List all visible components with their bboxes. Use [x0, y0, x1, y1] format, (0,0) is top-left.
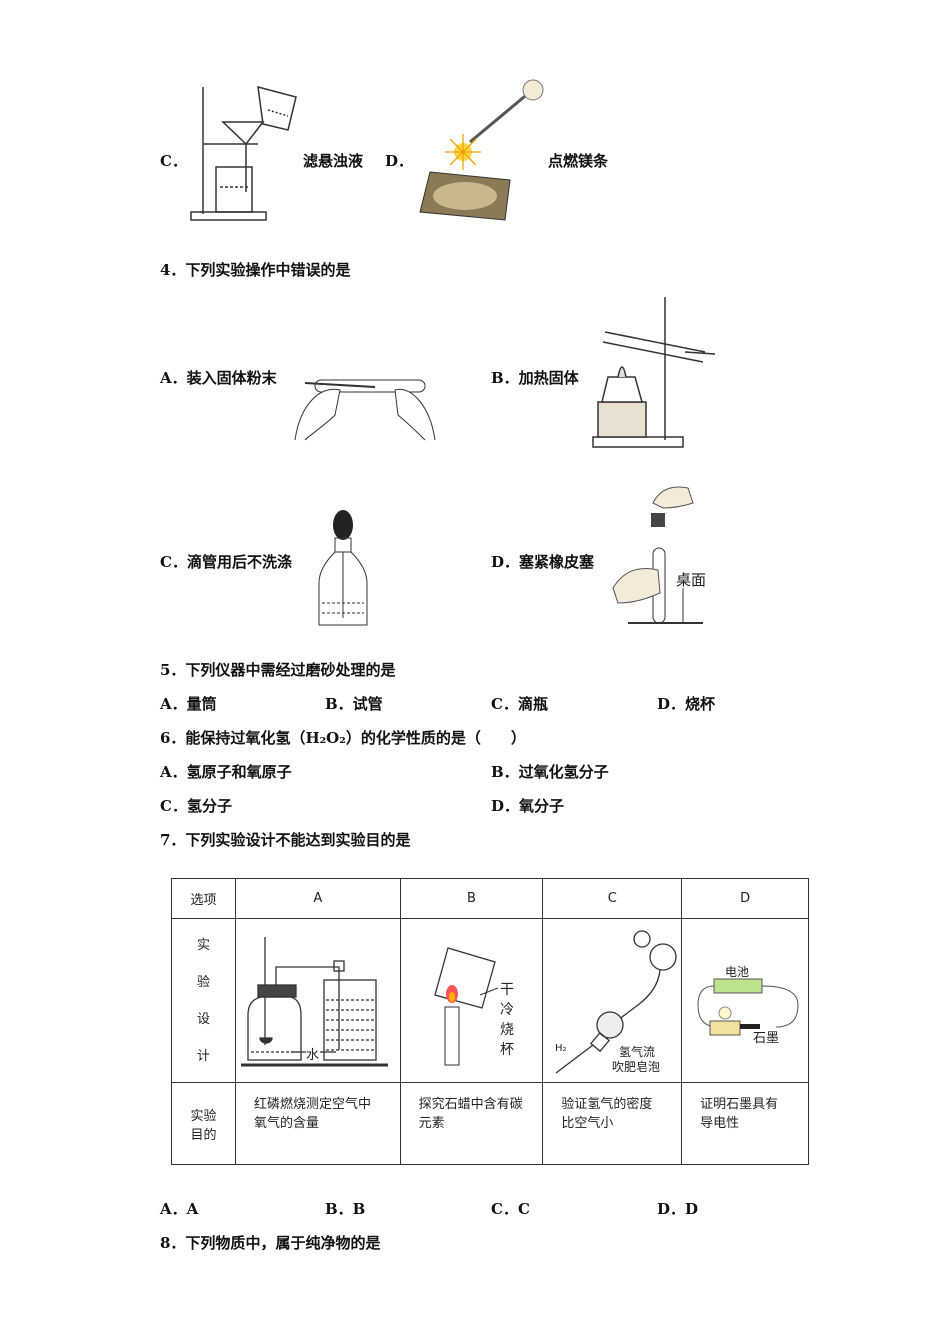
- q7-option-b: B．B: [325, 1200, 366, 1218]
- question-5-stem: 5．下列仪器中需经过磨砂处理的是: [160, 661, 396, 679]
- experiment-table: 选项 A B C D 实 验 设 计 实验目的 红磷燃烧测定空气中氧气的含量 探…: [171, 878, 809, 1165]
- question-4-stem: 4．下列实验操作中错误的是: [160, 261, 351, 279]
- q5-option-c: C．滴瓶: [491, 695, 548, 713]
- red-phosphorus-apparatus-figure: [241, 937, 388, 1067]
- table-goal-row: 实验目的 红磷燃烧测定空气中氧气的含量 探究石蜡中含有碳元素 验证氢气的密度比空…: [171, 1082, 809, 1165]
- goal-b: 探究石蜡中含有碳元素: [399, 1082, 544, 1165]
- design-label: 实 验 设 计: [171, 918, 236, 1083]
- q6-option-d: D．氧分子: [491, 797, 565, 815]
- q4-option-c: C．滴管用后不洗涤: [160, 553, 292, 571]
- battery-label: 电池: [725, 965, 750, 979]
- q7-option-a: A．A: [160, 1200, 199, 1218]
- h2-label: H₂: [555, 1043, 567, 1054]
- design-char: 实: [196, 937, 210, 953]
- q5-option-d: D．烧杯: [657, 695, 716, 713]
- dropper-bottle-figure: [318, 510, 368, 626]
- question-7-stem: 7．下列实验设计不能达到实验目的是: [160, 831, 411, 849]
- design-char: 计: [196, 1048, 210, 1064]
- header-d: D: [681, 878, 809, 919]
- loading-powder-figure: [294, 379, 436, 441]
- header-option: 选项: [171, 878, 236, 919]
- header-a: A: [234, 878, 401, 919]
- dry-cold-beaker-label: 干冷烧杯: [500, 982, 514, 1058]
- header-c: C: [542, 878, 683, 919]
- graphite-circuit-figure: [697, 978, 799, 1036]
- question-8-stem: 8．下列物质中，属于纯净物的是: [160, 1234, 381, 1252]
- blow-bubble-label: 吹肥皂泡: [612, 1060, 661, 1074]
- goal-label: 实验目的: [171, 1082, 236, 1165]
- option-d-text: 点燃镁条: [548, 152, 609, 170]
- q6-option-c: C．氢分子: [160, 797, 232, 815]
- q4-option-b: B．加热固体: [491, 369, 579, 387]
- heating-solid-figure: [592, 297, 716, 448]
- burning-magnesium-figure: [419, 79, 544, 221]
- option-c-text: 滤悬浊液: [303, 152, 364, 170]
- water-label: 水: [306, 1048, 320, 1063]
- q7-option-c: C．C: [491, 1200, 530, 1218]
- design-d-cell: [681, 918, 809, 1083]
- filtration-figure: [190, 85, 297, 221]
- option-c-letter: C．: [160, 152, 187, 170]
- goal-d: 证明石墨具有导电性: [681, 1082, 809, 1165]
- q7-option-d: D．D: [657, 1200, 699, 1218]
- option-d-letter: D．: [385, 152, 414, 170]
- goal-c: 验证氢气的密度比空气小: [542, 1082, 683, 1165]
- design-b-cell: [399, 918, 544, 1083]
- goal-a: 红磷燃烧测定空气中氧气的含量: [234, 1082, 401, 1165]
- candle-beaker-figure: [434, 947, 499, 1066]
- q6-option-b: B．过氧化氢分子: [491, 763, 609, 781]
- q4-option-a: A．装入固体粉末: [160, 369, 277, 387]
- q5-option-b: B．试管: [325, 695, 383, 713]
- design-c-cell: [542, 918, 683, 1083]
- q4-option-d: D．塞紧橡皮塞: [491, 553, 595, 571]
- question-6-stem: 6．能保持过氧化氢（H₂O₂）的化学性质的是（ ）: [160, 729, 526, 747]
- q5-option-a: A．量筒: [160, 695, 217, 713]
- graphite-label: 石墨: [753, 1031, 780, 1046]
- hydrogen-bubble-figure: [555, 930, 677, 1074]
- header-b: B: [399, 878, 544, 919]
- stopper-figure: [612, 486, 703, 624]
- q6-option-a: A．氢原子和氧原子: [160, 763, 292, 781]
- design-char: 验: [196, 974, 210, 990]
- table-surface-label: 桌面: [676, 571, 707, 589]
- hydrogen-flow-label: 氢气流: [619, 1045, 656, 1059]
- design-char: 设: [196, 1011, 210, 1027]
- table-header-row: 选项 A B C D: [171, 878, 809, 919]
